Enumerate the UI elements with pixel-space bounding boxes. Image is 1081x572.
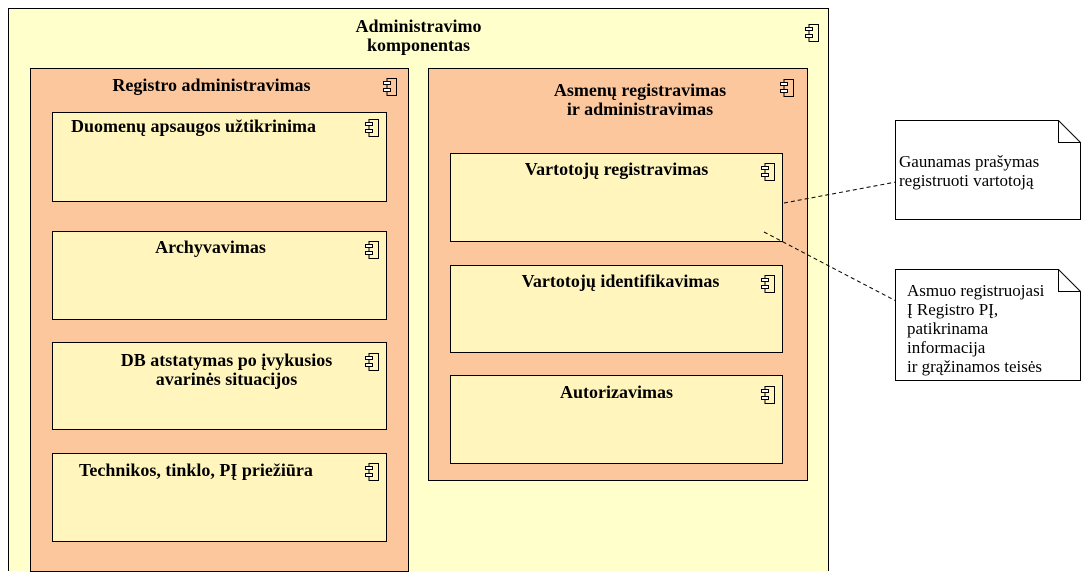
component-title: Vartotojų identifikavimas (521, 271, 720, 291)
component-title: Archyvavimas (155, 237, 266, 257)
component-title: Duomenų apsaugos užtikrinima (71, 116, 317, 136)
component-title: Asmenų registravimas ir administravimas (553, 80, 727, 119)
component-icon (365, 119, 379, 137)
component-title: Administravimo komponentas (355, 16, 482, 55)
component-asmenu-registravimas[interactable]: Asmenų registravimas ir administravimas … (428, 68, 808, 481)
component-icon (365, 241, 379, 259)
component-title: Registro administravimas (112, 75, 311, 95)
component-icon (780, 79, 794, 97)
component-icon (761, 386, 775, 404)
component-title: Autorizavimas (560, 382, 673, 402)
component-autorizavimas[interactable]: Autorizavimas (450, 375, 783, 464)
note-text: Gaunamas prašymas registruoti vartotoją (899, 152, 1040, 190)
component-icon (761, 275, 775, 293)
note-asmuo-registruojasi[interactable]: Asmuo registruojasi Į Registro PĮ, patik… (895, 269, 1081, 381)
component-vartotoju-identifikavimas[interactable]: Vartotojų identifikavimas (450, 265, 783, 353)
component-icon (805, 24, 819, 42)
component-vartotoju-registravimas[interactable]: Vartotojų registravimas (450, 153, 783, 242)
component-icon (383, 78, 397, 96)
component-archyvavimas[interactable]: Archyvavimas (52, 231, 387, 320)
component-db-atstatymas[interactable]: DB atstatymas po įvykusios avarinės situ… (52, 342, 387, 430)
component-title: Technikos, tinklo, PĮ priežiūra (79, 460, 313, 480)
note-text: Asmuo registruojasi Į Registro PĮ, patik… (907, 281, 1045, 376)
note-gaunamas-prasymas[interactable]: Gaunamas prašymas registruoti vartotoją (895, 120, 1081, 220)
connector-line-identifikavimas (763, 231, 897, 302)
component-duomenu-apsaugos[interactable]: Duomenų apsaugos užtikrinima (52, 112, 387, 202)
component-technikos-prieziura[interactable]: Technikos, tinklo, PĮ priežiūra (52, 453, 387, 542)
connector-line-registravimas (783, 181, 897, 204)
component-registro-administravimas[interactable]: Registro administravimas Duomenų apsaugo… (30, 68, 409, 572)
component-title: DB atstatymas po įvykusios avarinės situ… (120, 350, 333, 389)
component-icon (761, 163, 775, 181)
component-administravimo-komponentas[interactable]: Administravimo komponentas Registro admi… (8, 8, 829, 572)
component-title: Vartotojų registravimas (524, 159, 709, 179)
component-icon (365, 353, 379, 371)
component-icon (365, 463, 379, 481)
